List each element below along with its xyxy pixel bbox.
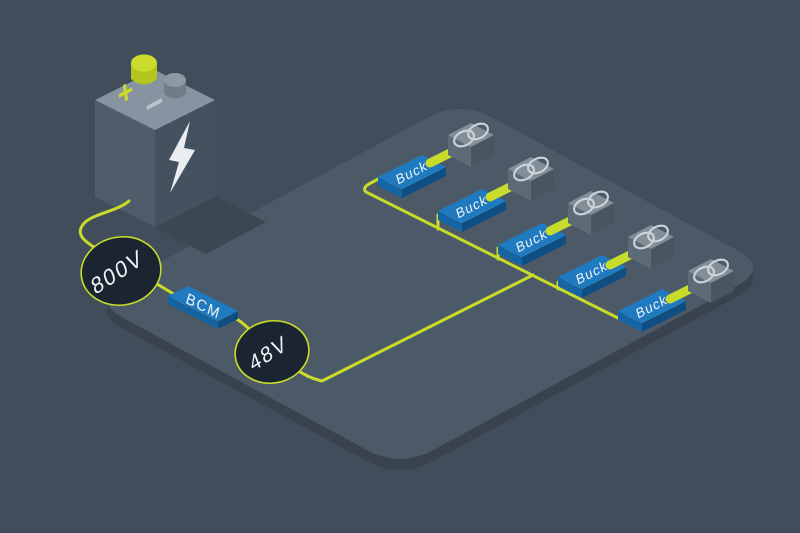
load-5 — [688, 258, 734, 303]
buck-left-face — [618, 311, 642, 332]
load-right-face — [651, 237, 674, 269]
load-top-face — [508, 157, 554, 181]
bcm-converter: BCM — [168, 286, 238, 329]
load-1 — [448, 122, 494, 167]
buck-front-face — [462, 201, 506, 232]
load-3 — [568, 190, 614, 235]
buck-front-face — [582, 267, 626, 298]
battery-shadow — [155, 196, 266, 254]
coupled-rings-icon — [693, 258, 729, 284]
buck-front-face — [642, 301, 686, 332]
load-top-face — [568, 191, 614, 215]
coupled-rings-icon — [573, 190, 609, 216]
battery-plus-mark: + — [115, 70, 135, 114]
coupled-rings-icon — [513, 156, 549, 182]
buck-left-face — [378, 177, 402, 198]
load-right-face — [591, 203, 614, 235]
coupled-rings-icon — [633, 224, 669, 250]
battery-terminal-negative — [164, 73, 186, 99]
bcm-left-face — [168, 296, 218, 329]
buck-converter-5: Buck — [618, 289, 686, 332]
battery-terminal-positive — [131, 54, 157, 85]
battery-left-face — [95, 100, 155, 227]
buck-front-face — [522, 235, 566, 266]
load-4 — [628, 224, 674, 269]
voltage-node-800v-circle — [80, 236, 162, 306]
buck-left-face — [498, 245, 522, 266]
voltage-node-48v-circle — [234, 320, 310, 384]
voltage-node-48v: 48V — [234, 320, 310, 384]
load-top-face — [628, 225, 674, 249]
buck-left-face — [438, 211, 462, 232]
load-2 — [508, 156, 554, 201]
wire-main-bus — [363, 176, 624, 322]
load-right-face — [711, 271, 734, 303]
bcm-top-face — [168, 286, 238, 321]
battery-illustration: + − — [95, 54, 215, 227]
lightning-bolt-icon — [169, 121, 195, 193]
buck-front-face — [402, 167, 446, 198]
voltage-node-800v: 800V — [80, 236, 162, 306]
coupled-rings-icon — [453, 122, 489, 148]
battery-minus-mark: − — [143, 80, 166, 129]
load-top-face — [448, 123, 494, 147]
bcm-front-face — [218, 311, 238, 329]
load-right-face — [531, 169, 554, 201]
load-right-face — [471, 135, 494, 167]
load-top-face — [688, 259, 734, 283]
buck-left-face — [558, 277, 582, 298]
wire-battery-to-800v — [78, 199, 131, 252]
